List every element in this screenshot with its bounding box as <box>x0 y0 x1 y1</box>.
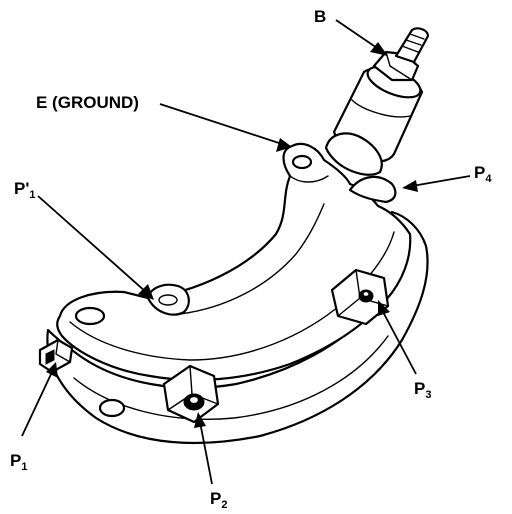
labels: B E (GROUND) P'1 P4 P3 P1 P2 <box>10 7 492 511</box>
terminal-p3 <box>330 268 390 326</box>
ground-lug-edge <box>289 175 329 183</box>
label-p1: P1 <box>10 451 27 473</box>
left-upper-tab-hole <box>158 294 178 306</box>
front-slot <box>98 398 126 418</box>
left-mount-hole <box>74 306 106 326</box>
label-p2: P2 <box>210 489 227 511</box>
terminal-p4 <box>348 175 397 204</box>
label-p1-prime: P'1 <box>14 179 36 201</box>
terminal-p1 <box>38 338 74 374</box>
label-p4: P4 <box>474 163 492 185</box>
ground-lug-hole <box>291 154 313 170</box>
leaders <box>21 19 471 485</box>
label-b: B <box>314 7 326 26</box>
left-upper-tab <box>146 283 190 316</box>
label-p3: P3 <box>414 379 431 401</box>
label-e-ground: E (GROUND) <box>36 93 139 112</box>
stud-collar <box>324 132 383 176</box>
rectifier-assembly <box>38 27 430 445</box>
stud-thread <box>394 27 430 64</box>
b-terminal-stud <box>324 27 430 176</box>
terminal-p2 <box>162 364 220 424</box>
